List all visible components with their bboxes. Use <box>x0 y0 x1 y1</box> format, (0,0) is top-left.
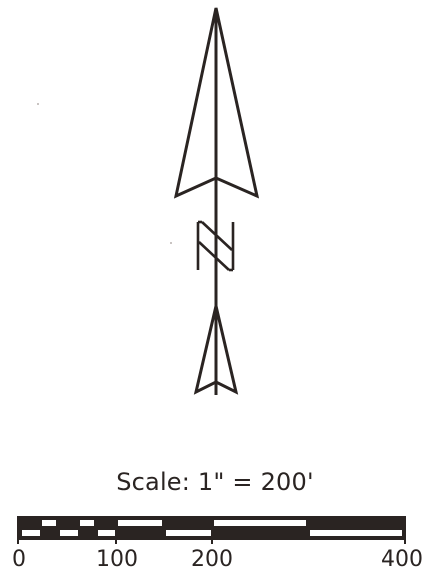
lower-arrowhead <box>193 305 239 395</box>
north-arrow-icon <box>37 7 260 395</box>
scale-bar <box>17 516 406 544</box>
scale-tick-label-100: 100 <box>96 547 138 572</box>
north-letter-icon <box>196 220 235 272</box>
scale-tick-label-0: 0 <box>12 547 26 572</box>
scale-tick-label-200: 200 <box>191 547 233 572</box>
scale-label: Scale: 1" = 200' <box>116 468 314 496</box>
scale-tick-label-400: 400 <box>381 547 423 572</box>
upper-arrowhead <box>173 7 260 199</box>
